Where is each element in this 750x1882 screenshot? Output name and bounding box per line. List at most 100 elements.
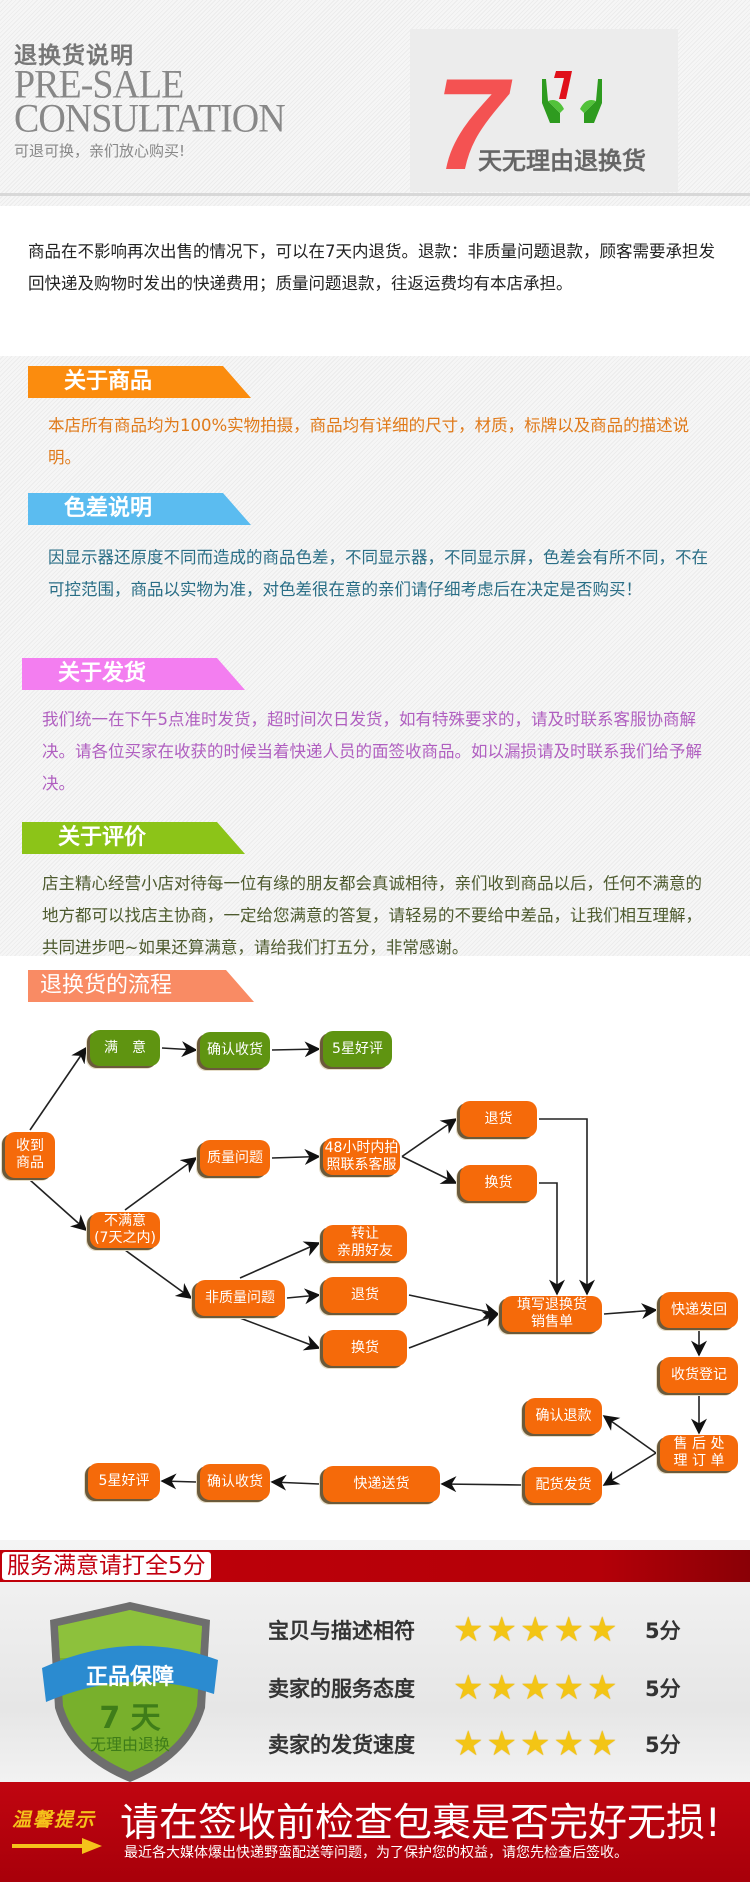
intro-section: 商品在不影响再次出售的情况下，可以在7天内退货。退款：非质量问题退款，顾客需要承… [0, 206, 750, 356]
flow-arrows [29, 1041, 707, 1493]
header-title-en-1: PRE-SALE [14, 62, 184, 108]
flow-node-unsatisfied: 不满意 (7天之内) [90, 1212, 160, 1248]
section-tag-color: 色差说明 [28, 493, 251, 525]
flow-arrow-contact48-to-return1 [401, 1118, 458, 1158]
star-icon: ★ [586, 1668, 618, 1708]
rating-score: 5分 [645, 1619, 681, 1643]
flow-node-satisfied: 满 意 [90, 1030, 160, 1066]
warning-banner: 温馨提示 请在签收前检查包裹是否完好无损! 最近各大媒体爆出快递野蛮配送等问题，… [0, 1782, 750, 1882]
rating-score: 5分 [645, 1733, 681, 1757]
section-text-review: 店主精心经营小店对待每一位有缘的朋友都会真诚相待，亲们收到商品以后，任何不满意的… [42, 874, 702, 957]
star-icon: ★ [453, 1668, 484, 1708]
header-banner: 退换货说明 PRE-SALE CONSULTATION 可退可换，亲们放心购买!… [0, 0, 750, 206]
flow-node-return1: 退货 [460, 1101, 537, 1137]
flow-node-return2: 退货 [323, 1277, 407, 1313]
flow-node-process: 售 后 处 理 订 单 [660, 1435, 738, 1471]
flow-arrow-confirm1-to-fivestar1 [271, 1041, 321, 1058]
rating-section: 服务满意请打全5分 正品保障 7 天 无理由退换 宝贝与描述相符★★★★★5分卖… [0, 1540, 750, 1782]
flow-arrow-nonquality-to-return2 [286, 1288, 321, 1305]
flow-node-dispatch: 配货发货 [525, 1467, 602, 1503]
star-icon: ★ [586, 1724, 618, 1764]
star-icon: ★ [519, 1724, 551, 1764]
shield-small-text: 无理由退换 [90, 1735, 170, 1754]
flow-arrow-receive-to-unsatisfied [29, 1179, 88, 1232]
star-icon: ★ [519, 1610, 551, 1650]
flow-node-fivestar1: 5星好评 [323, 1031, 392, 1067]
flow-node-shipback: 快递发回 [660, 1292, 738, 1328]
section-title-shipping: 关于发货 [58, 661, 147, 686]
star-icon: ★ [553, 1668, 584, 1708]
badge-number: 7 [435, 51, 508, 197]
rating-label: 卖家的服务态度 [268, 1677, 415, 1701]
flow-arrow-nonquality-to-exchange2 [239, 1317, 321, 1351]
shield-big-text: 7 天 [99, 1701, 160, 1736]
rating-label: 宝贝与描述相符 [268, 1619, 415, 1643]
header-divider [0, 193, 750, 196]
flow-arrow-return2-to-fillform [408, 1294, 500, 1319]
flow-node-confirm2: 确认收货 [200, 1464, 270, 1500]
flow-arrow-contact48-to-exchange1 [401, 1155, 458, 1184]
star-icon: ★ [453, 1724, 484, 1764]
flow-arrow-nonquality-to-transfer [239, 1241, 321, 1279]
star-icon: ★ [553, 1610, 584, 1650]
rating-stars: ★★★★★ [453, 1727, 633, 1761]
star-icon: ★ [519, 1668, 551, 1708]
flow-arrow-confirm2-to-fivestar2 [160, 1473, 197, 1490]
flow-arrow-receive-to-satisfied [29, 1046, 87, 1131]
flow-arrow-exchange2-to-fillform [408, 1311, 500, 1349]
header-title-en-2: CONSULTATION [14, 96, 286, 142]
badge-text: 天无理由退换货 [478, 147, 646, 175]
flow-node-contact48: 48小时内拍 照联系客服 [323, 1138, 400, 1175]
warning-tag: 温馨提示 [12, 1809, 97, 1831]
flow-arrow-dispatch-to-deliver [440, 1476, 522, 1493]
star-icon: ★ [553, 1724, 584, 1764]
hands-holding-7-icon [542, 71, 602, 123]
rating-score: 5分 [645, 1677, 681, 1701]
flow-arrow-exchange1-to-fillform [539, 1182, 565, 1296]
section-title-review: 关于评价 [58, 825, 147, 850]
flow-arrow-quality-to-contact48 [271, 1148, 321, 1165]
flow-arrow-satisfied-to-confirm1 [161, 1041, 198, 1058]
section-text-color: 因显示器还原度不同而造成的商品色差，不同显示器，不同显示屏，色差会有所不同，不在… [48, 548, 708, 599]
flow-node-fivestar2: 5星好评 [88, 1463, 160, 1499]
flow-node-transfer: 转让 亲朋好友 [323, 1225, 407, 1261]
rating-stars: ★★★★★ [453, 1671, 633, 1705]
section-title-product: 关于商品 [64, 369, 153, 394]
flow-node-deliver: 快递送货 [323, 1466, 440, 1502]
flow-arrow-fillform-to-shipback [603, 1303, 658, 1320]
rating-row: 卖家的服务态度 ★★★★★ 5分 [268, 1668, 681, 1708]
flow-node-receive: 收到 商品 [5, 1132, 55, 1178]
flow-arrow-unsatisfied-to-nonquality [124, 1249, 193, 1299]
section-text-shipping: 我们统一在下午5点准时发货，超时间次日发货，如有特殊要求的，请及时联系客服协商解… [42, 710, 702, 793]
header-title-cn: 退换货说明 [14, 43, 134, 69]
header-subtitle: 可退可换，亲们放心购买! [14, 142, 186, 160]
warning-main-text: 请在签收前检查包裹是否完好无损! [120, 1801, 721, 1846]
info-sections: 关于商品 本店所有商品均为100%实物拍摄，商品均有详细的尺寸，材质，标牌以及商… [0, 356, 750, 957]
flow-arrow-deliver-to-confirm2 [270, 1474, 320, 1491]
section-tag-product: 关于商品 [28, 366, 251, 398]
star-icon: ★ [486, 1610, 517, 1650]
star-icon: ★ [586, 1610, 618, 1650]
section-tag-review: 关于评价 [22, 822, 245, 854]
flow-node-exchange2: 换货 [323, 1330, 407, 1366]
arrow-right-icon [12, 1838, 102, 1854]
flow-node-confirm1: 确认收货 [200, 1032, 270, 1068]
star-icon: ★ [486, 1724, 517, 1764]
shield-guarantee-icon: 正品保障 7 天 无理由退换 [42, 1602, 218, 1782]
flow-node-quality: 质量问题 [200, 1140, 270, 1176]
section-title-flow: 退换货的流程 [40, 973, 173, 998]
section-tag-flow: 退换货的流程 [28, 970, 254, 1002]
shield-ribbon-text: 正品保障 [86, 1664, 174, 1690]
star-icon: ★ [453, 1610, 484, 1650]
flow-node-refund: 确认退款 [525, 1398, 602, 1434]
section-title-color: 色差说明 [64, 496, 153, 521]
section-text-product: 本店所有商品均为100%实物拍摄，商品均有详细的尺寸，材质，标牌以及商品的描述说… [48, 416, 690, 467]
seven-day-return-badge: 7 天无理由退换货 [410, 29, 678, 192]
flow-node-fillform: 填写退换货 销售单 [502, 1296, 602, 1332]
flow-arrow-process-to-refund [602, 1415, 657, 1454]
section-tag-shipping: 关于发货 [22, 658, 245, 690]
flow-arrow-unsatisfied-to-quality [124, 1157, 198, 1211]
flow-node-nonquality: 非质量问题 [195, 1280, 285, 1316]
rating-row: 卖家的发货速度★★★★★5分 [268, 1724, 681, 1764]
